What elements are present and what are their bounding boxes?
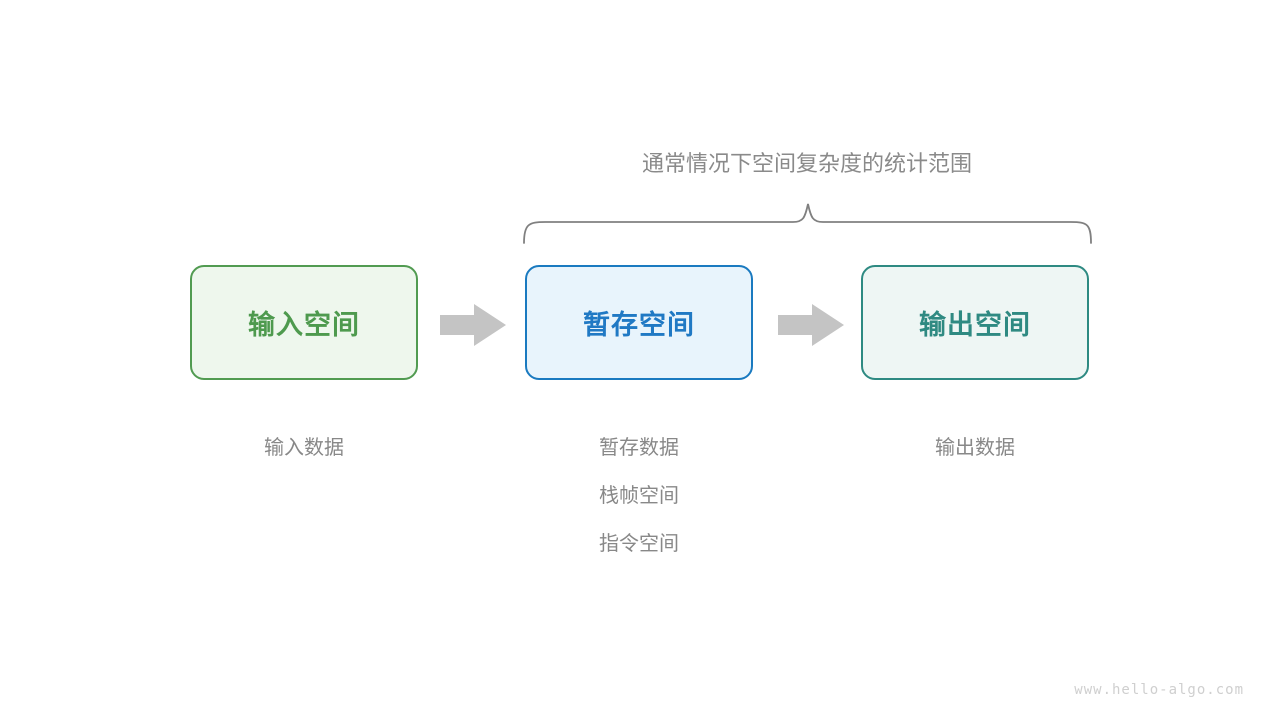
caption-tail: 的统计范围 <box>862 151 973 176</box>
box-input-space: 输入空间 <box>190 265 418 380</box>
labels-output-space: 输出数据 <box>861 424 1089 472</box>
watermark: www.hello-algo.com <box>1074 682 1244 698</box>
right-arrow-icon <box>778 304 844 346</box>
labels-input-space: 输入数据 <box>190 424 418 472</box>
box-output-space-label: 输出空间 <box>919 310 1031 340</box>
label-item: 输出数据 <box>935 437 1015 459</box>
label-item: 指令空间 <box>599 533 679 555</box>
box-temp-space: 暂存空间 <box>525 265 753 380</box>
brace-caption: 通常情况下空间复杂度的统计范围 <box>524 146 1090 178</box>
box-temp-space-label: 暂存空间 <box>583 310 695 340</box>
scope-brace-icon <box>523 203 1092 244</box>
box-input-space-label: 输入空间 <box>248 310 360 340</box>
labels-temp-space: 暂存数据 栈帧空间 指令空间 <box>525 424 753 568</box>
label-item: 暂存数据 <box>599 437 679 459</box>
label-item: 栈帧空间 <box>599 485 679 507</box>
caption-lead: 通常情况下 <box>641 151 752 176</box>
label-item: 输入数据 <box>264 437 344 459</box>
right-arrow-icon <box>440 304 506 346</box>
caption-strong: 空间复杂度 <box>751 151 862 176</box>
box-output-space: 输出空间 <box>861 265 1089 380</box>
